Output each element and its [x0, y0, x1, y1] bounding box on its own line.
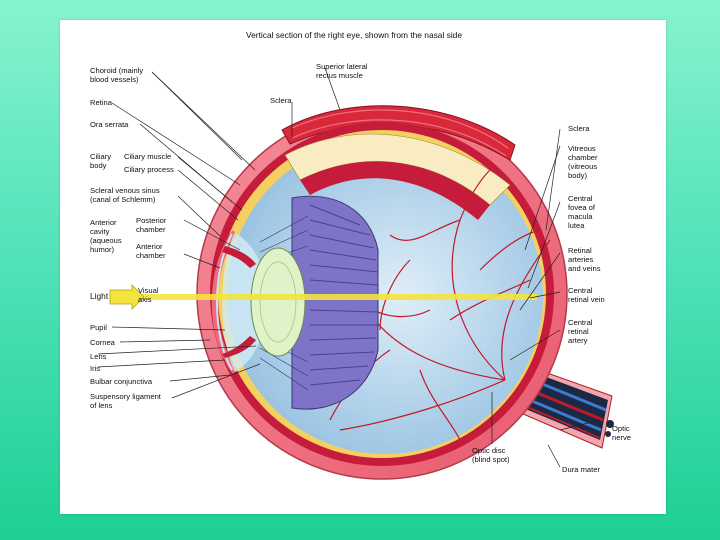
label-retina: Retina — [90, 98, 112, 107]
label-bulbar-conjunctiva: Bulbar conjunctiva — [90, 377, 153, 386]
label-optic-nerve: Optic nerve — [612, 424, 631, 442]
label-central-retinal-vein: Central retinal vein — [568, 286, 605, 304]
label-sclera-top: Sclera — [270, 96, 292, 105]
light-arrow — [109, 284, 145, 310]
label-anterior-chamber: Anterior chamber — [136, 242, 166, 260]
label-iris: Iris — [90, 364, 101, 373]
label-posterior-chamber: Posterior chamber — [136, 216, 167, 234]
label-anterior-cavity: Anterior cavity (aqueous humor) — [90, 218, 122, 254]
lens-shape — [250, 247, 306, 357]
visual-axis-line — [142, 294, 537, 300]
label-central-retinal-artery: Central retinal artery — [568, 318, 593, 345]
leader-lines — [97, 67, 601, 468]
label-superior-rectus: Superior lateral rectus muscle — [316, 62, 368, 80]
diagram-card: Vertical section of the right eye, shown… — [60, 20, 666, 514]
label-light: Light — [90, 291, 109, 301]
label-cornea: Cornea — [90, 338, 115, 347]
label-ciliary-body: Ciliary body — [90, 152, 112, 170]
label-retinal-vessels: Retinal arteries and veins — [568, 246, 601, 273]
eye-section-illustration — [97, 67, 614, 480]
label-ciliary-process: Ciliary process — [124, 165, 174, 174]
label-central-fovea: Central fovea of macula lutea — [568, 194, 596, 230]
label-scleral-venous-sinus: Scleral venous sinus (canal of Schlemm) — [90, 186, 160, 204]
label-vitreous-chamber: Vitreous chamber (vitreous body) — [568, 144, 598, 180]
label-choroid: Choroid (mainly blood vessels) — [90, 66, 144, 84]
label-pupil: Pupil — [90, 323, 107, 332]
diagram-title: Vertical section of the right eye, shown… — [246, 30, 463, 40]
label-sclera-right: Sclera — [568, 124, 590, 133]
label-visual-axis: Visual axis — [138, 286, 159, 304]
label-dura-mater: Dura mater — [562, 465, 600, 474]
label-ora-serrata: Ora serrata — [90, 120, 129, 129]
iris-shape — [291, 195, 379, 410]
label-suspensory-ligament: Suspensory ligament of lens — [90, 392, 161, 410]
label-ciliary-muscle: Ciliary muscle — [124, 152, 172, 161]
label-lens: Lens — [90, 352, 107, 361]
label-optic-disc: Optic disc (blind spot) — [472, 446, 510, 464]
